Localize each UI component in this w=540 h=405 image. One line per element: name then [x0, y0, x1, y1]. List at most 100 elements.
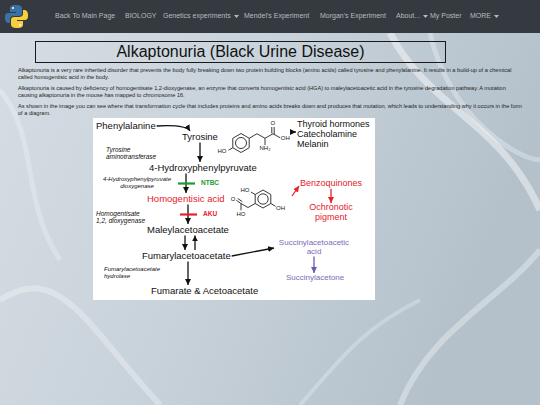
metabolite-name: Homogentisic acid [147, 193, 291, 204]
nav-link: Mendel's Experiment [244, 12, 309, 20]
enzyme-label: Tyrosine aminotransferase [106, 146, 162, 160]
nav-link: My Poster [430, 12, 462, 20]
metabolite-name: Fumarylacetoacetate [142, 250, 231, 261]
illustration-part [229, 148, 233, 150]
atom-label: HO [237, 211, 246, 217]
atom-label: OH [276, 205, 285, 211]
metabolite-name: Benzoquinones [300, 178, 362, 189]
arrow-line [199, 142, 200, 162]
enzyme-label: 4-Hydroxyphenylpyruvate dioxygenase [100, 176, 174, 189]
nav-link: About... [396, 12, 420, 20]
nav-link: MORE [470, 12, 491, 20]
illustration-part [258, 194, 268, 204]
illustration-part [236, 200, 241, 203]
metabolite-name: Succinylacetone [286, 273, 344, 283]
nav-link: Back To Main Page [55, 12, 115, 20]
metabolite-name: Maleylacetoacetate [147, 224, 229, 235]
metabolite-node: Benzoquinones [299, 178, 363, 189]
metabolite-name: 4-Hydroxyphenylpyruvate [149, 162, 257, 173]
arrow-line [157, 126, 190, 131]
body-paragraph: Alkaptonuria is caused by deficiency of … [18, 85, 526, 100]
atom-label: NH₂ [260, 145, 271, 151]
metabolite-name: Tyrosine [182, 131, 290, 142]
arrow-line [292, 186, 299, 196]
illustration-part [273, 134, 280, 138]
illustration-part [19, 24, 21, 26]
metabolite-node: Maleylacetoacetate [146, 224, 230, 235]
atom-label: O [271, 120, 276, 126]
metabolite-name: Succinylacetoacetic acid [275, 239, 353, 257]
body-paragraph: As shown in the image you can see where … [18, 103, 526, 118]
arrow-line [330, 189, 331, 203]
illustration-part [400, 250, 540, 405]
illustration-part [11, 10, 28, 28]
pathway-arrow [292, 186, 299, 196]
enzyme-label: Homogentisate 1,2, dioxygenase [96, 210, 148, 224]
illustration-part [430, 33, 540, 160]
arrow-line [232, 248, 274, 256]
metabolite-node: Succinylacetoacetic acid [274, 239, 354, 257]
metabolite-node: Thyroid hormones Catecholamine Melanin [296, 120, 373, 150]
pathway-arrow [331, 189, 332, 203]
metabolite-node: Fumarate & Acetoacetate [150, 285, 259, 296]
nav-link: Genetics experiments [163, 12, 231, 20]
body-paragraph: Alkaptonuria is a very rare inherited di… [18, 67, 526, 82]
deficiency-bar [180, 213, 197, 215]
metabolite-name: Fumarate & Acetoacetate [151, 285, 258, 296]
pathway-arrow [188, 261, 189, 285]
pathway-arrow [314, 257, 315, 273]
title-box: Alkaptonuria (Black Urine Disease) [35, 41, 446, 63]
metabolite-node: Tyrosine [181, 131, 291, 142]
illustration-part [271, 127, 272, 133]
arrow-line [194, 235, 195, 250]
illustration-part [390, 33, 540, 210]
illustration-part [274, 127, 275, 134]
atom-label: HO [218, 148, 227, 154]
illustration-part [255, 190, 271, 208]
metabolite-name: Thyroid hormones Catecholamine Melanin [297, 120, 372, 150]
edge-label: AKU [203, 210, 217, 217]
nav-link: Morgan's Experiment [320, 12, 386, 20]
illustration-part [236, 138, 247, 149]
metabolite-name: Ochronotic pigment [306, 203, 356, 223]
pathway-arrow [200, 142, 201, 162]
metabolite-node: Ochronotic pigment [305, 203, 357, 223]
illustration-part [241, 204, 242, 211]
arrow-line [313, 257, 314, 273]
illustration-part [12, 7, 14, 9]
inhibition-bar [178, 182, 195, 184]
dropdown-caret [494, 15, 499, 18]
illustration-part [300, 300, 420, 405]
atom-label: HO [241, 187, 250, 193]
illustration-part [271, 204, 276, 207]
pathway-arrow [185, 235, 195, 250]
illustration-part [233, 134, 249, 153]
edge-label: NTBC [201, 179, 219, 186]
dropdown-caret [234, 15, 239, 18]
metabolite-node: Succinylacetone [285, 273, 345, 283]
illustration-part [238, 199, 243, 202]
nav-link: BIOLOGY [125, 12, 157, 20]
illustration-part [249, 134, 273, 139]
tyrosine-structure [229, 127, 281, 153]
page-title: Alkaptonuria (Black Urine Disease) [36, 42, 445, 61]
metabolite-node: 4-Hydroxyphenylpyruvate [148, 162, 258, 173]
metabolite-name: Phenylalanine [96, 120, 156, 131]
pathway-arrow [157, 126, 190, 131]
atom-label: OH [281, 135, 290, 141]
arrow-line [184, 235, 185, 250]
metabolite-node: Phenylalanine [95, 120, 157, 131]
pathway-arrow [291, 132, 296, 133]
illustration-part [241, 204, 255, 208]
python-logo [5, 5, 28, 28]
illustration-part [251, 192, 255, 195]
metabolite-node: Fumarylacetoacetate [141, 250, 232, 261]
arrow-line [291, 131, 296, 132]
dropdown-caret [423, 15, 428, 18]
pathway-arrow [232, 248, 274, 256]
